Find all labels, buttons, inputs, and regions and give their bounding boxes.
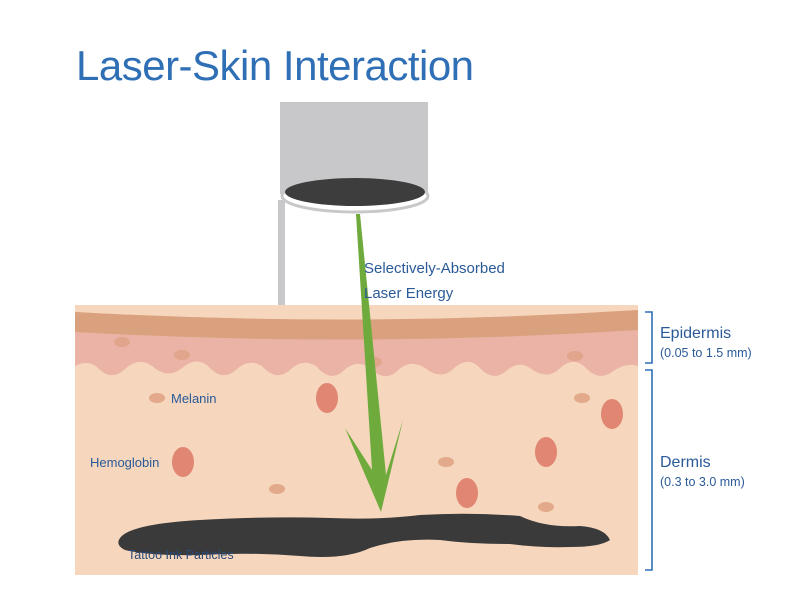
melanin-granule bbox=[538, 502, 554, 512]
dermis-label: Dermis bbox=[660, 454, 711, 471]
hemoglobin-cell bbox=[535, 437, 557, 467]
epidermis-range: (0.05 to 1.5 mm) bbox=[660, 346, 752, 360]
melanin-granule bbox=[269, 484, 285, 494]
hemoglobin-cell bbox=[601, 399, 623, 429]
dermis-range: (0.3 to 3.0 mm) bbox=[660, 475, 745, 489]
beam-label-line1: Selectively-Absorbed bbox=[364, 260, 505, 277]
laser-beam-arrow bbox=[345, 214, 403, 512]
hemoglobin-label: Hemoglobin bbox=[90, 455, 159, 470]
layer-brackets bbox=[645, 311, 653, 571]
dermis-bracket bbox=[645, 369, 653, 571]
hemoglobin-cell bbox=[456, 478, 478, 508]
melanin-granule bbox=[574, 393, 590, 403]
tattoo-ink bbox=[118, 513, 610, 557]
melanin-granule bbox=[174, 350, 190, 360]
epidermis-bracket bbox=[645, 311, 653, 364]
melanin-granule bbox=[149, 393, 165, 403]
laser-lens bbox=[285, 178, 425, 206]
melanin-label: Melanin bbox=[171, 391, 217, 406]
tattoo-ink-label: Tattoo Ink Particles bbox=[128, 548, 234, 562]
device-standoff bbox=[278, 200, 285, 320]
hemoglobin-cell bbox=[172, 447, 194, 477]
epidermis-label: Epidermis bbox=[660, 325, 731, 342]
stratum-corneum bbox=[75, 310, 638, 340]
beam-label-line2: Laser Energy bbox=[364, 285, 454, 302]
melanin-granule bbox=[438, 457, 454, 467]
laser-device bbox=[278, 102, 430, 320]
melanin-granule bbox=[567, 351, 583, 361]
diagram-title: Laser-Skin Interaction bbox=[76, 42, 474, 89]
melanin-granule bbox=[114, 337, 130, 347]
skin-cross-section bbox=[75, 305, 638, 575]
hemoglobin-cell bbox=[316, 383, 338, 413]
